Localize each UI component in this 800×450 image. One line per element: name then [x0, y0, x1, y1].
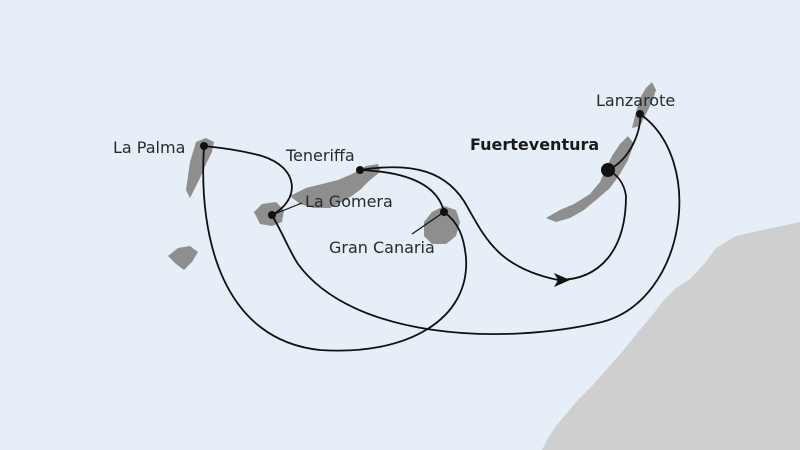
route-lanzarote-to-la-gomera [271, 113, 681, 335]
port-label-teneriffa: Teneriffa [285, 146, 355, 165]
route-direction-arrow [554, 273, 570, 287]
port-marker-lanzarote [636, 110, 644, 118]
port-marker-la-palma [200, 142, 208, 150]
island-tenerife [290, 164, 380, 208]
port-label-fuerteventura: Fuerteventura [470, 135, 599, 154]
port-marker-teneriffa [356, 166, 364, 174]
island-la-palma [186, 138, 214, 198]
port-label-la-gomera: La Gomera [305, 192, 393, 211]
african-mainland [542, 222, 800, 450]
port-marker-gran-canaria [440, 208, 448, 216]
port-label-gran-canaria: Gran Canaria [329, 238, 435, 257]
leader-gran-canaria [411, 211, 445, 235]
route-teneriffa-to-fuerteventura [359, 166, 627, 281]
route-gran-canaria-to-teneriffa [359, 169, 445, 213]
route-la-gomera-to-la-palma [203, 145, 293, 216]
route-la-palma-to-gran-canaria [202, 145, 467, 352]
island-el-hierro [168, 246, 198, 270]
port-label-la-palma: La Palma [113, 138, 185, 157]
port-label-lanzarote: Lanzarote [596, 91, 675, 110]
island-fuerteventura [546, 136, 634, 222]
port-marker-la-gomera [268, 211, 276, 219]
island-gran-canaria [424, 206, 460, 244]
port-marker-fuerteventura [601, 163, 615, 177]
